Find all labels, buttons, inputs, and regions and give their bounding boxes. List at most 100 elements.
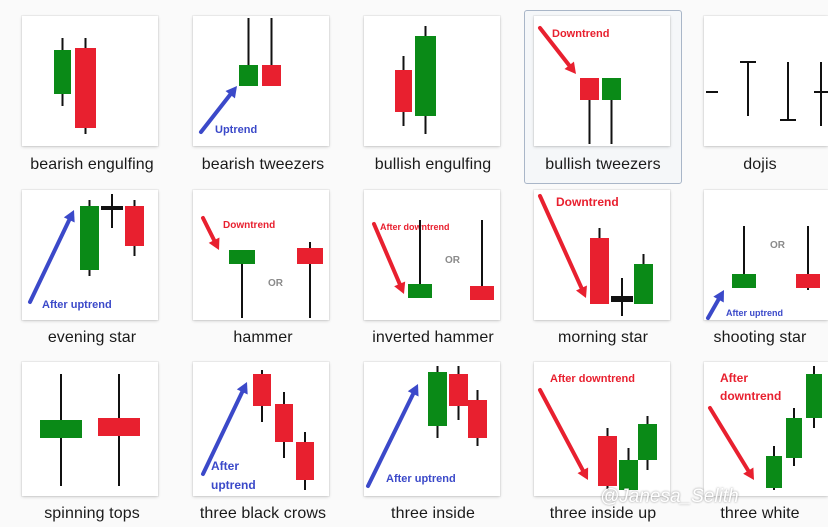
evening-star-pattern-icon: After uptrend xyxy=(28,194,144,311)
thumbnail-image xyxy=(364,16,500,146)
candle-body xyxy=(766,456,782,488)
candlestick xyxy=(580,78,599,144)
watermark: @Janesa_Selith xyxy=(600,486,739,507)
bullish-tweezers-pattern-icon: Downtrend xyxy=(538,26,621,144)
gallery-tile[interactable]: After downtrend three inside up xyxy=(534,362,670,527)
candle-body xyxy=(80,206,99,270)
candle-body xyxy=(262,65,281,86)
tile-label: inverted hammer xyxy=(372,329,494,346)
candlestick xyxy=(470,220,494,300)
candle-body xyxy=(40,420,82,438)
thumbnail-image xyxy=(704,16,828,146)
trend-arrow xyxy=(201,216,220,250)
candlestick xyxy=(468,390,487,446)
candlestick xyxy=(786,408,802,466)
three-inside-pattern-icon: After uptrend xyxy=(366,366,487,488)
candlestick xyxy=(415,26,436,134)
morning-star-pattern-icon: Downtrend xyxy=(538,194,653,316)
candlestick xyxy=(408,220,432,298)
thumbnail-image: After uptrend xyxy=(22,190,158,320)
tile-label: bullish engulfing xyxy=(374,156,492,173)
thumbnail-image: Downtrend xyxy=(534,16,670,146)
arrow-head xyxy=(577,467,589,480)
candle-body xyxy=(611,296,633,302)
trend-arrow xyxy=(366,384,419,488)
tile-label: bullish tweezers xyxy=(545,156,661,173)
after-uptrend-label: After uptrend xyxy=(42,299,112,311)
gallery-tile[interactable]: bearish engulfing xyxy=(22,16,158,178)
candle-body xyxy=(239,65,258,86)
arrow-shaft xyxy=(708,406,751,473)
arrow-shaft xyxy=(201,216,217,243)
gallery-tile[interactable]: Downtrend bullish tweezers xyxy=(534,16,670,178)
trend-arrow xyxy=(706,290,724,320)
thumbnail-image: After downtrend xyxy=(534,362,670,496)
candle-body xyxy=(806,374,822,418)
after-uptrend-label: After uptrend xyxy=(726,308,783,318)
candle-body xyxy=(602,78,621,100)
candlestick xyxy=(229,250,255,318)
after-downtrend-label: After downtrend xyxy=(380,222,450,232)
gallery-tile[interactable]: dojis xyxy=(704,16,828,178)
tile-label: three inside up xyxy=(549,505,657,522)
arrow-head xyxy=(407,384,419,397)
candlestick xyxy=(54,38,71,106)
candle-body xyxy=(415,36,436,116)
arrow-shaft xyxy=(201,389,245,476)
candlestick xyxy=(806,366,822,428)
candlestick xyxy=(98,374,140,486)
gallery-tile[interactable]: bullish engulfing xyxy=(364,16,500,178)
candle-body xyxy=(101,206,123,210)
candle-body xyxy=(638,424,657,460)
gallery-tile[interactable]: spinning tops xyxy=(22,362,158,527)
arrow-head xyxy=(63,210,75,223)
trend-arrow xyxy=(199,86,237,134)
candle-body xyxy=(253,374,271,406)
arrow-shaft xyxy=(706,297,721,320)
thumbnail-image: After uptrend xyxy=(364,362,500,496)
thumbnail-image: Downtrend xyxy=(534,190,670,320)
candle-body xyxy=(395,70,412,112)
arrow-head xyxy=(576,285,587,298)
candlestick xyxy=(602,78,621,144)
candlestick xyxy=(766,446,782,490)
candle-body xyxy=(598,436,617,486)
trend-arrow xyxy=(538,388,589,480)
candle-body xyxy=(275,404,293,442)
candle-body xyxy=(54,50,71,94)
bullish-engulfing-pattern-icon xyxy=(395,26,436,134)
trend-arrow xyxy=(708,406,754,480)
arrow-head xyxy=(743,467,754,480)
candlestick xyxy=(296,432,314,490)
or-label: OR xyxy=(268,278,284,289)
candle-body xyxy=(796,274,820,288)
candle-body xyxy=(75,48,96,128)
candlestick xyxy=(428,366,447,438)
arrow-head xyxy=(225,86,237,99)
candlestick xyxy=(80,200,99,276)
candle-body xyxy=(786,418,802,458)
after-label: After xyxy=(720,371,748,385)
arrow-shaft xyxy=(538,388,585,473)
after-label: After xyxy=(211,459,239,473)
downtrend-label: downtrend xyxy=(720,389,781,403)
arrow-shaft xyxy=(372,222,402,286)
candlestick xyxy=(611,278,633,316)
candlestick xyxy=(262,18,281,86)
trend-arrow xyxy=(538,194,587,298)
candle-body xyxy=(468,400,487,438)
doji-row xyxy=(706,61,828,126)
